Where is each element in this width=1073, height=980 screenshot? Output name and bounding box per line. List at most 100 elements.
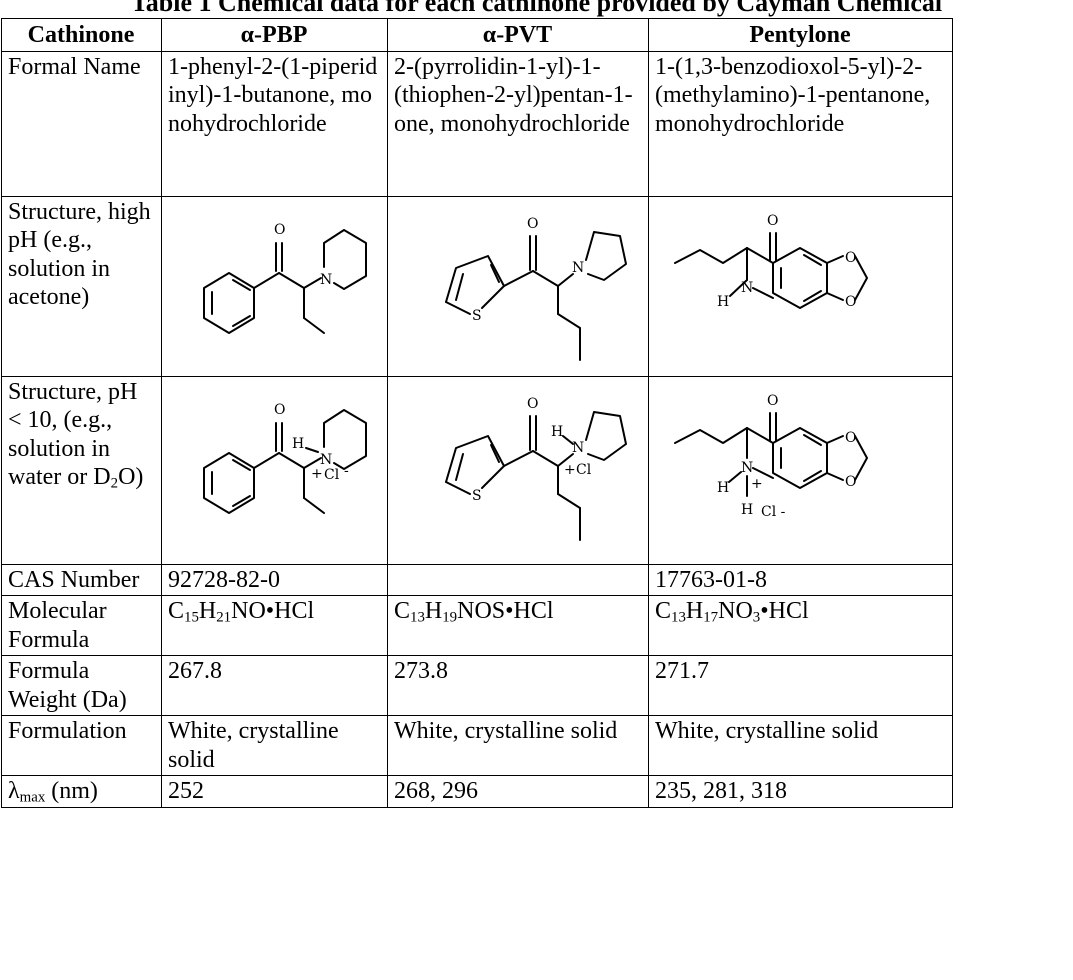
lambda-max-label: λmax (nm) bbox=[1, 775, 162, 808]
chloride-label: Cl - bbox=[761, 504, 786, 520]
header-a-pvt: α-PVT bbox=[387, 18, 649, 52]
lambda-max-pentylone: 235, 281, 318 bbox=[648, 775, 953, 808]
molecular-formula-a-pbp: C15H21NO•HCl bbox=[161, 595, 388, 656]
lambda-max-a-pbp: 252 bbox=[161, 775, 388, 808]
formula-part: H bbox=[198, 598, 217, 624]
formula-subscript: 15 bbox=[184, 609, 199, 626]
cas-a-pvt bbox=[387, 563, 649, 596]
header-a-pbp: α-PBP bbox=[161, 18, 388, 52]
table-caption: Table 1 Chemical data for each cathinone… bbox=[130, 0, 943, 17]
structure-high-a-pbp: O N bbox=[161, 195, 388, 377]
a-pbp-salt-structure-image: O H N + Cl - bbox=[203, 402, 367, 514]
nitrogen-label: N bbox=[572, 440, 584, 456]
table-row: Structure, high pH (e.g., solution in ac… bbox=[1, 195, 953, 377]
hydrogen-label: H bbox=[551, 424, 563, 440]
sulfur-label: S bbox=[472, 308, 482, 324]
formulation-a-pvt: White, crystalline solid bbox=[387, 715, 649, 776]
pentylone-salt-structure-image: O N + H H Cl - O O bbox=[674, 393, 868, 520]
lambda-max-a-pvt: 268, 296 bbox=[387, 775, 649, 808]
formula-part: NO bbox=[718, 598, 753, 624]
table-row: Formula Weight (Da) 267.8 273.8 271.7 bbox=[1, 655, 953, 716]
header-cathinone: Cathinone bbox=[1, 18, 162, 52]
lambda-subscript: max bbox=[19, 789, 46, 806]
formula-part: H bbox=[424, 598, 443, 624]
table-row: Molecular Formula C15H21NO•HCl C13H19NOS… bbox=[1, 595, 953, 656]
chloride-label: Cl bbox=[324, 467, 340, 483]
formula-part: H bbox=[685, 598, 704, 624]
hydrogen-label: H bbox=[717, 480, 729, 496]
formula-part: C bbox=[655, 598, 672, 624]
oxygen-label: O bbox=[845, 474, 856, 490]
oxygen-label: O bbox=[845, 250, 856, 266]
structure-low-pentylone: O N + H H Cl - O O bbox=[648, 375, 953, 565]
structure-low-label: Structure, pH < 10, (e.g., solution in w… bbox=[1, 375, 162, 565]
cas-label: CAS Number bbox=[1, 563, 162, 596]
oxygen-label: O bbox=[274, 222, 285, 238]
a-pvt-salt-structure-image: O H N + Cl S bbox=[444, 396, 627, 541]
structure-low-a-pbp: O H N + Cl - bbox=[161, 375, 388, 565]
header-pentylone: Pentylone bbox=[648, 18, 953, 52]
formula-part: NOS•HCl bbox=[457, 598, 554, 624]
structure-high-a-pvt: O N S bbox=[387, 195, 649, 377]
formula-weight-a-pbp: 267.8 bbox=[161, 655, 388, 716]
formula-weight-a-pvt: 273.8 bbox=[387, 655, 649, 716]
cas-a-pbp: 92728-82-0 bbox=[161, 563, 388, 596]
formal-name-pentylone: 1-(1,3-benzodioxol-5-yl)-2-(methylamino)… bbox=[648, 50, 953, 197]
formula-subscript: 13 bbox=[671, 609, 686, 626]
molecular-formula-label: Molecular Formula bbox=[1, 595, 162, 656]
formal-name-label: Formal Name bbox=[1, 50, 162, 197]
formula-part: C bbox=[394, 598, 411, 624]
chloride-label: Cl bbox=[576, 462, 592, 478]
hydrogen-label: H bbox=[292, 436, 304, 452]
oxygen-label: O bbox=[845, 294, 856, 310]
a-pbp-structure-image: O N bbox=[203, 222, 367, 334]
formula-weight-pentylone: 271.7 bbox=[648, 655, 953, 716]
pentylone-structure-image: O N H O O bbox=[674, 213, 868, 310]
formulation-a-pbp: White, crystalline solid bbox=[161, 715, 388, 776]
oxygen-label: O bbox=[845, 430, 856, 446]
oxygen-label: O bbox=[767, 393, 778, 409]
structure-high-pentylone: O N H O O bbox=[648, 195, 953, 377]
header-row: Cathinone α-PBP α-PVT Pentylone bbox=[1, 18, 953, 52]
molecular-formula-pentylone: C13H17NO3•HCl bbox=[648, 595, 953, 656]
formula-subscript: 13 bbox=[410, 609, 425, 626]
structure-low-label-text: Structure, pH < 10, (e.g., solution in w… bbox=[8, 378, 138, 491]
formula-subscript: 19 bbox=[442, 609, 458, 626]
nitrogen-label: N bbox=[741, 460, 753, 476]
plus-charge-label: + bbox=[311, 466, 323, 482]
hydrogen-label: H bbox=[717, 294, 729, 310]
formula-part: •HCl bbox=[760, 598, 809, 624]
formal-name-value: 1-phenyl-2-(1-piperidinyl)-1-butanone, m… bbox=[168, 53, 378, 137]
plus-charge-label: + bbox=[751, 476, 763, 492]
hydrogen-label: H bbox=[741, 502, 753, 518]
structure-high-label: Structure, high pH (e.g., solution in ac… bbox=[1, 195, 162, 377]
formula-subscript: 17 bbox=[703, 609, 719, 626]
lambda-symbol: λ bbox=[8, 778, 20, 804]
table-row: λmax (nm) 252 268, 296 235, 281, 318 bbox=[1, 775, 953, 808]
table-row: Formulation White, crystalline solid Whi… bbox=[1, 715, 953, 776]
nitrogen-label: N bbox=[320, 272, 332, 288]
table-row: CAS Number 92728-82-0 17763-01-8 bbox=[1, 563, 953, 596]
minus-charge-label: - bbox=[344, 463, 349, 479]
nitrogen-label: N bbox=[320, 452, 332, 468]
nitrogen-label: N bbox=[572, 260, 584, 276]
formula-part: NO•HCl bbox=[231, 598, 315, 624]
table-row: Structure, pH < 10, (e.g., solution in w… bbox=[1, 375, 953, 565]
structure-low-label-sub: 2 bbox=[110, 475, 119, 492]
oxygen-label: O bbox=[527, 216, 538, 232]
sulfur-label: S bbox=[472, 488, 482, 504]
oxygen-label: O bbox=[767, 213, 778, 229]
formal-name-a-pbp: 1-phenyl-2-(1-piperidinyl)-1-butanone, m… bbox=[161, 50, 388, 197]
lambda-unit: (nm) bbox=[45, 778, 98, 804]
structure-low-a-pvt: O H N + Cl S bbox=[387, 375, 649, 565]
formula-part: C bbox=[168, 598, 185, 624]
nitrogen-label: N bbox=[741, 280, 753, 296]
formula-subscript: 21 bbox=[216, 609, 232, 626]
table-row: Formal Name 1-phenyl-2-(1-piperidinyl)-1… bbox=[1, 50, 953, 197]
a-pvt-structure-image: O N S bbox=[444, 216, 627, 361]
formal-name-a-pvt: 2-(pyrrolidin-1-yl)-1-(thiophen-2-yl)pen… bbox=[387, 50, 649, 197]
formulation-label: Formulation bbox=[1, 715, 162, 776]
chemical-data-table: Cathinone α-PBP α-PVT Pentylone Formal N… bbox=[1, 18, 953, 808]
oxygen-label: O bbox=[527, 396, 538, 412]
structure-low-label-tail: O) bbox=[118, 464, 144, 490]
